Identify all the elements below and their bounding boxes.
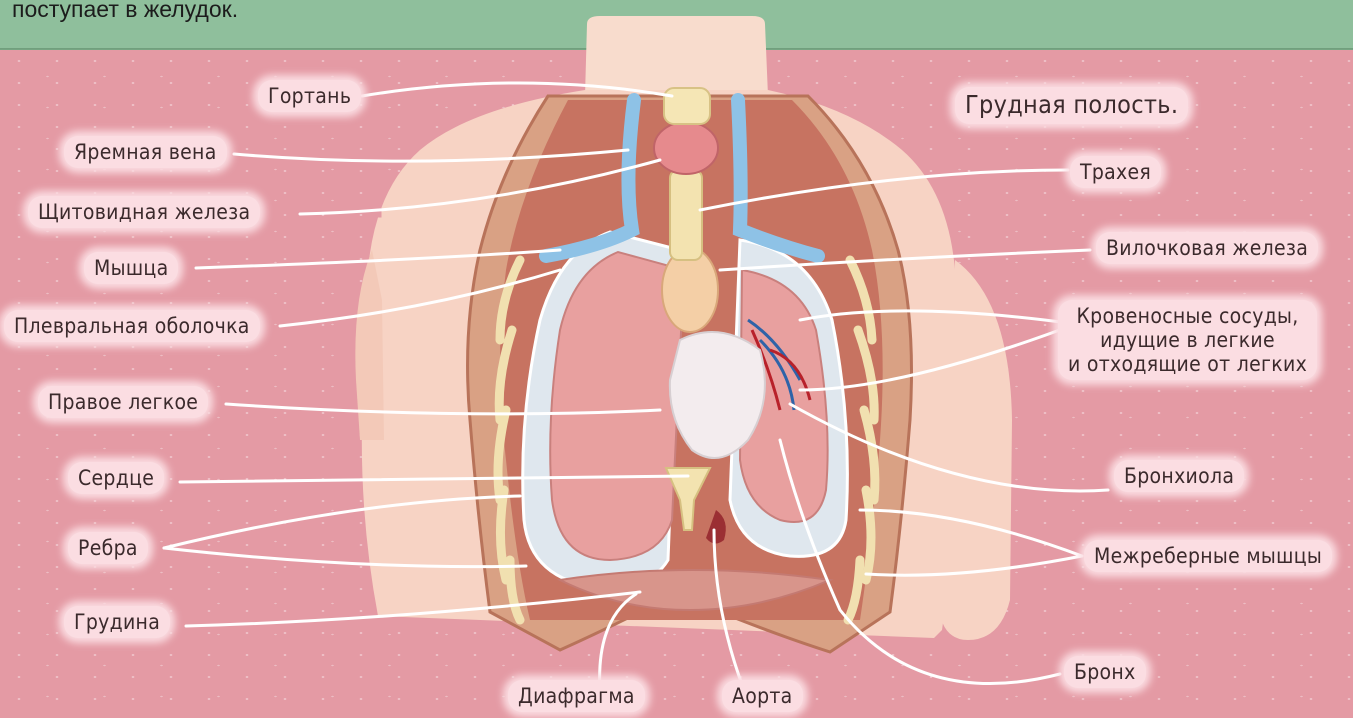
label-ribs: Ребра: [68, 532, 148, 564]
label-sternum: Грудина: [64, 606, 170, 638]
diagram-title: Грудная полость.: [955, 87, 1188, 124]
label-thyroid: Щитовидная железа: [28, 196, 260, 228]
trachea: [670, 170, 702, 260]
label-jugular-vein: Яремная вена: [64, 136, 227, 168]
label-heart: Сердце: [68, 462, 164, 494]
label-pleura: Плевральная оболочка: [4, 310, 260, 342]
label-thymus: Вилочковая железа: [1096, 232, 1318, 264]
larynx: [664, 88, 710, 124]
label-right-lung: Правое легкое: [38, 386, 208, 418]
label-larynx: Гортань: [258, 80, 361, 112]
label-bronchus: Бронх: [1064, 656, 1146, 688]
label-muscle: Мышца: [84, 252, 178, 284]
label-diaphragm: Диафрагма: [508, 680, 645, 712]
label-bronchiole: Бронхиола: [1114, 460, 1244, 492]
label-trachea: Трахея: [1070, 156, 1161, 188]
label-vessels: Кровеносные сосуды, идущие в легкие и от…: [1058, 300, 1317, 380]
label-intercostal-muscles: Межреберные мышцы: [1084, 540, 1332, 572]
neck: [585, 16, 768, 96]
thyroid: [654, 122, 718, 174]
label-aorta: Аорта: [722, 680, 803, 712]
